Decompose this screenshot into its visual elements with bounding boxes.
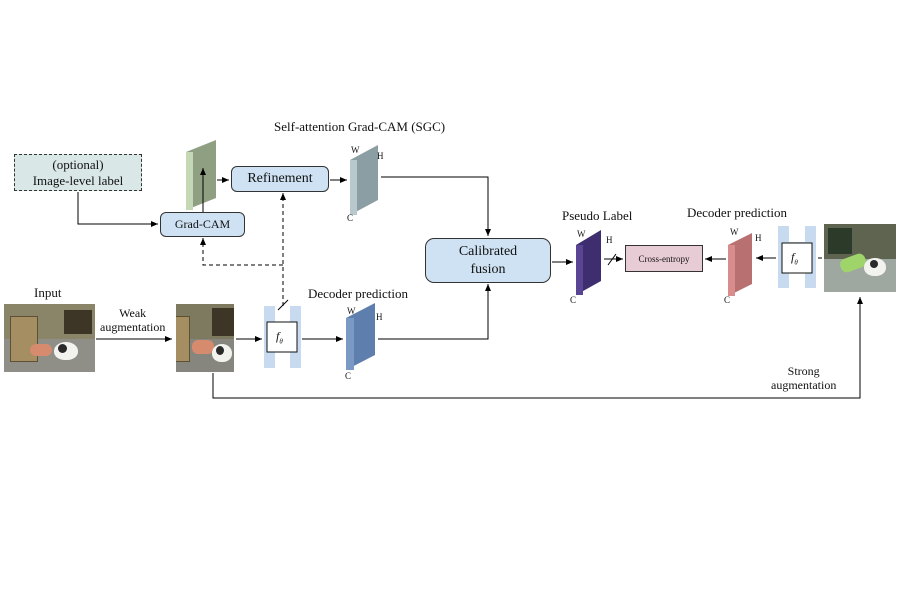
stop-grad-left bbox=[277, 299, 289, 311]
gradcam-feature-map bbox=[186, 140, 216, 210]
decoder-right-c: C bbox=[724, 295, 731, 305]
decoder-prediction-left-label: Decoder prediction bbox=[308, 286, 408, 301]
decoder-prediction-right-label: Decoder prediction bbox=[687, 205, 787, 220]
network-left-label: fθ bbox=[276, 330, 283, 345]
pseudo-label-feature-map bbox=[576, 230, 601, 295]
optional-label-line1: (optional) bbox=[52, 156, 104, 172]
input-image bbox=[4, 304, 95, 372]
cross-entropy-box: Cross-entropy bbox=[625, 245, 703, 272]
refinement-label: Refinement bbox=[247, 171, 313, 186]
network-left bbox=[264, 306, 301, 368]
network-left-theta: θ bbox=[279, 337, 283, 346]
calibrated-fusion-line1: Calibrated bbox=[458, 244, 518, 259]
arrow-sgc-to-fusion bbox=[381, 176, 491, 236]
sgc-feature-map bbox=[350, 145, 378, 215]
input-label: Input bbox=[34, 285, 62, 300]
strong-aug-line1: Strong bbox=[787, 364, 820, 378]
network-right-f: f bbox=[791, 250, 795, 264]
network-left-f: f bbox=[276, 329, 280, 343]
dashed-connectors bbox=[200, 193, 286, 306]
decoder-left-h: H bbox=[376, 312, 383, 322]
stop-gradient-marks bbox=[277, 253, 617, 311]
weak-aug-line1: Weak bbox=[119, 306, 147, 320]
weak-aug-line2: augmentation bbox=[100, 320, 166, 335]
calibrated-fusion-box: Calibrated fusion bbox=[425, 238, 551, 283]
stop-grad-right bbox=[607, 253, 617, 266]
weak-augmentation-label: Weak augmentation bbox=[100, 306, 165, 335]
decoder-left-c: C bbox=[345, 371, 352, 381]
sgc-w: W bbox=[351, 145, 360, 155]
decoder-left-feature-map bbox=[346, 303, 375, 370]
strong-aug-line2: augmentation bbox=[771, 378, 837, 393]
pseudo-label-title: Pseudo Label bbox=[562, 208, 633, 223]
gradcam-label: Grad-CAM bbox=[174, 217, 231, 231]
optional-image-level-label-box: (optional) Image-level label bbox=[14, 154, 142, 191]
weak-augmentation-image bbox=[176, 304, 234, 372]
network-right-label: fθ bbox=[791, 251, 798, 266]
refinement-box: Refinement bbox=[231, 166, 329, 192]
optional-label-line2: Image-level label bbox=[32, 172, 124, 188]
strong-augmentation-label: Strong augmentation bbox=[771, 364, 836, 393]
strong-augmentation-image bbox=[824, 224, 896, 292]
decoder-right-feature-map bbox=[728, 233, 752, 296]
pseudo-c: C bbox=[570, 295, 577, 305]
arrow-decoder-to-fusion bbox=[378, 284, 491, 340]
sgc-title: Self-attention Grad-CAM (SGC) bbox=[274, 119, 446, 134]
sgc-h: H bbox=[377, 151, 384, 161]
decoder-right-h: H bbox=[755, 233, 762, 243]
calibrated-fusion-line2: fusion bbox=[470, 261, 506, 277]
network-right-theta: θ bbox=[794, 258, 798, 267]
pseudo-h: H bbox=[606, 235, 613, 245]
decoder-left-w: W bbox=[347, 306, 356, 316]
sgc-c: C bbox=[347, 213, 354, 223]
cross-entropy-label: Cross-entropy bbox=[638, 253, 690, 264]
network-right bbox=[778, 226, 816, 288]
dashed-network-to-gradcam bbox=[200, 238, 283, 266]
arrow-strong-augmentation bbox=[212, 297, 863, 399]
connectors bbox=[77, 168, 863, 399]
pseudo-w: W bbox=[577, 229, 586, 239]
gradcam-box: Grad-CAM bbox=[160, 212, 245, 237]
arrow-optional-to-gradcam bbox=[77, 192, 158, 227]
decoder-right-w: W bbox=[730, 227, 739, 237]
